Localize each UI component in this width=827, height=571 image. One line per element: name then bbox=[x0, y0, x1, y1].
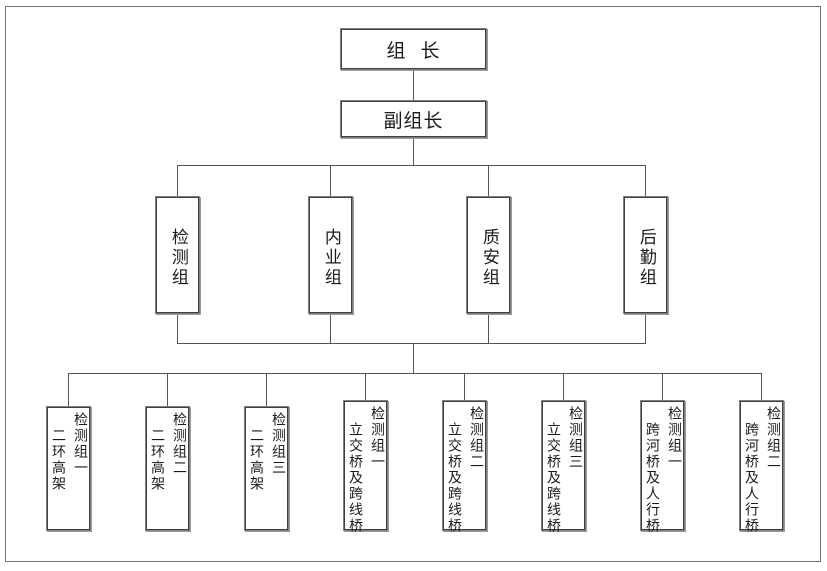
node-team-4-group: 检测组一 bbox=[369, 406, 385, 470]
connector-level2-bus bbox=[177, 165, 646, 166]
node-team-2[interactable]: 二环高架 检测组二 bbox=[145, 406, 190, 531]
node-team-6[interactable]: 立交桥及跨线桥 检测组三 bbox=[541, 400, 586, 534]
connector-leader-to-deputy bbox=[413, 70, 414, 100]
node-team-1[interactable]: 二环高架 检测组一 bbox=[46, 406, 91, 531]
node-team-4-scope: 立交桥及跨线桥 bbox=[347, 422, 363, 534]
node-team-1-group: 检测组一 bbox=[72, 412, 88, 476]
connector-level3-stem bbox=[413, 343, 414, 373]
connector-drop-level2-4 bbox=[645, 165, 646, 196]
node-office-group[interactable]: 内业组 bbox=[308, 196, 353, 314]
connector-drop-level3-7 bbox=[662, 373, 663, 406]
connector-riser-level2-3 bbox=[488, 314, 489, 343]
node-team-5[interactable]: 立交桥及跨线桥 检测组二 bbox=[442, 400, 487, 534]
node-team-1-scope: 二环高架 bbox=[50, 428, 66, 492]
node-team-3-group: 检测组三 bbox=[270, 412, 286, 476]
node-logistics-group-label: 后勤组 bbox=[624, 197, 667, 313]
node-team-7-group: 检测组一 bbox=[666, 406, 682, 470]
node-team-6-scope: 立交桥及跨线桥 bbox=[545, 422, 561, 534]
node-team-5-group: 检测组二 bbox=[468, 406, 484, 470]
node-team-2-scope: 二环高架 bbox=[149, 428, 165, 492]
connector-level3-bus bbox=[68, 373, 761, 374]
connector-drop-level3-2 bbox=[167, 373, 168, 406]
node-logistics-group[interactable]: 后勤组 bbox=[623, 196, 668, 314]
node-leader-label: 组 长 bbox=[341, 29, 486, 69]
node-team-4[interactable]: 立交桥及跨线桥 检测组一 bbox=[343, 400, 388, 534]
node-team-3-scope: 二环高架 bbox=[248, 428, 264, 492]
node-team-7[interactable]: 跨河桥及人行桥 检测组一 bbox=[640, 400, 685, 534]
connector-riser-level2-1 bbox=[177, 314, 178, 343]
connector-merge-bar bbox=[177, 343, 646, 344]
node-quality-safety-group[interactable]: 质安组 bbox=[466, 196, 511, 314]
node-deputy-leader[interactable]: 副组长 bbox=[340, 100, 487, 138]
node-team-2-group: 检测组二 bbox=[171, 412, 187, 476]
node-team-8[interactable]: 跨河桥及人行桥 检测组二 bbox=[739, 400, 784, 534]
node-team-6-group: 检测组三 bbox=[567, 406, 583, 470]
connector-drop-level3-1 bbox=[68, 373, 69, 406]
node-inspection-group-label: 检测组 bbox=[156, 197, 199, 313]
connector-drop-level3-3 bbox=[266, 373, 267, 406]
node-team-8-scope: 跨河桥及人行桥 bbox=[743, 422, 759, 534]
connector-deputy-stem bbox=[413, 138, 414, 165]
node-quality-safety-group-label: 质安组 bbox=[467, 197, 510, 313]
connector-drop-level3-5 bbox=[464, 373, 465, 406]
connector-drop-level3-8 bbox=[761, 373, 762, 406]
node-deputy-leader-label: 副组长 bbox=[341, 101, 486, 137]
node-team-3[interactable]: 二环高架 检测组三 bbox=[244, 406, 289, 531]
node-team-7-scope: 跨河桥及人行桥 bbox=[644, 422, 660, 534]
connector-drop-level3-4 bbox=[365, 373, 366, 406]
node-leader[interactable]: 组 长 bbox=[340, 28, 487, 70]
node-inspection-group[interactable]: 检测组 bbox=[155, 196, 200, 314]
connector-drop-level2-1 bbox=[177, 165, 178, 196]
connector-riser-level2-2 bbox=[330, 314, 331, 343]
node-team-8-group: 检测组二 bbox=[765, 406, 781, 470]
connector-drop-level3-6 bbox=[563, 373, 564, 406]
connector-riser-level2-4 bbox=[645, 314, 646, 343]
connector-drop-level2-2 bbox=[330, 165, 331, 196]
node-team-5-scope: 立交桥及跨线桥 bbox=[446, 422, 462, 534]
node-office-group-label: 内业组 bbox=[309, 197, 352, 313]
connector-drop-level2-3 bbox=[488, 165, 489, 196]
